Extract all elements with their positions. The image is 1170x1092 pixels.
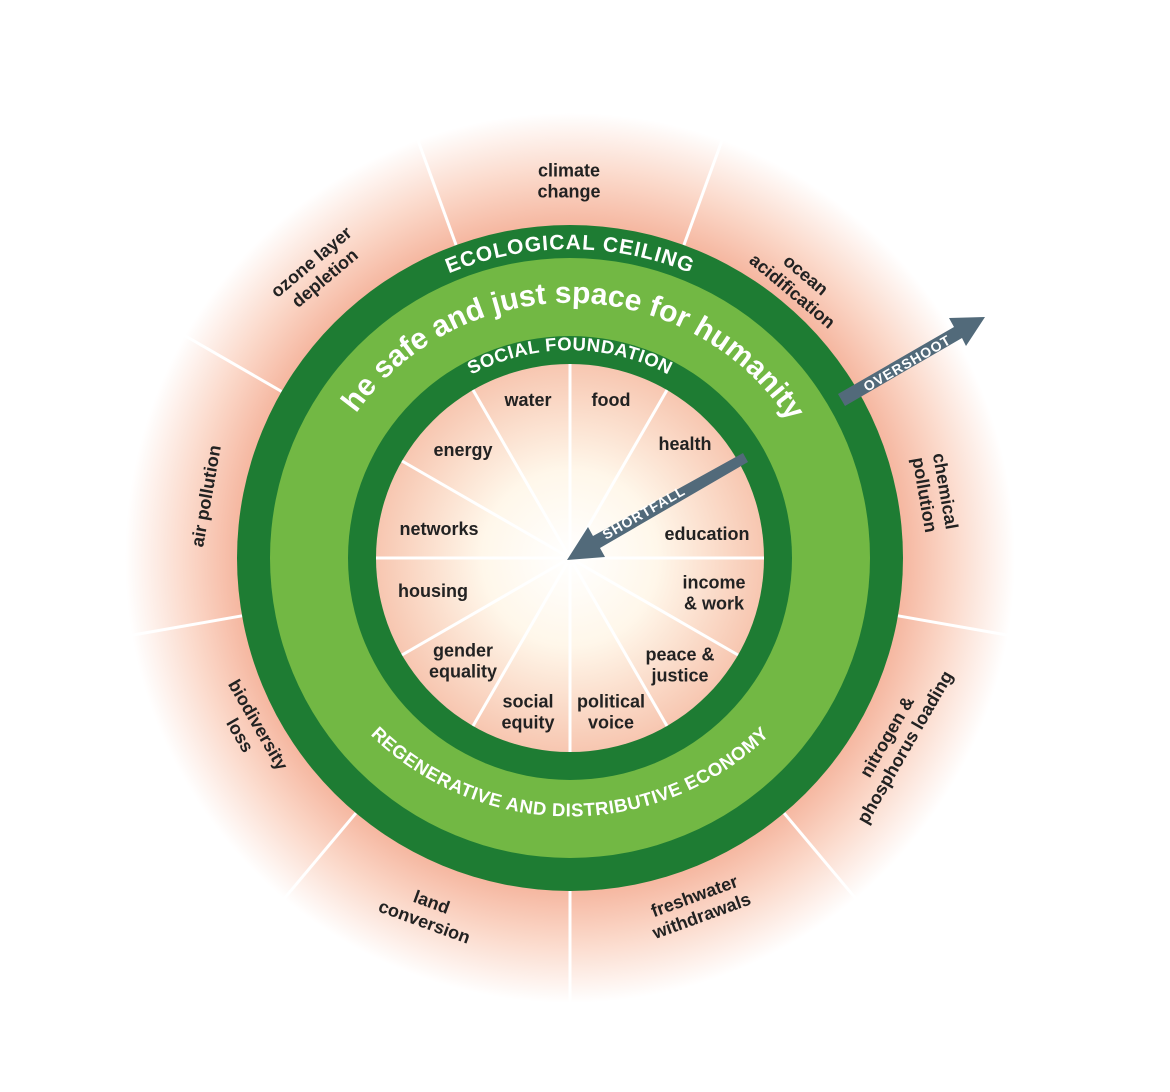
social-label-networks-line: networks <box>399 519 478 539</box>
inner-divider-line <box>401 559 566 657</box>
outer-divider-line <box>131 614 243 637</box>
social-label-peace-justice-line: peace & <box>645 645 714 665</box>
social-label-political-voice-line: voice <box>588 713 634 733</box>
inner-divider-line <box>471 562 569 727</box>
inner-divider-line <box>471 389 569 554</box>
outer-divider-line <box>282 812 358 900</box>
overshoot-arrow-shape <box>838 317 985 406</box>
social-label-health: health <box>658 434 711 454</box>
eco-label-chemical-pollution: chemicalpollution <box>908 452 962 535</box>
social-label-energy-line: energy <box>433 440 492 460</box>
outer-divider-line <box>782 812 858 900</box>
outer-divider-line <box>416 139 458 246</box>
social-labels: food health education income& work peace &ju… <box>398 390 750 733</box>
shortfall-arrow-shape <box>567 453 748 560</box>
outer-divider-line <box>897 614 1009 637</box>
social-label-education-line: education <box>664 524 749 544</box>
social-label-water-line: water <box>503 390 551 410</box>
social-label-housing: housing <box>398 581 468 601</box>
social-label-income-work-line: income <box>682 573 745 593</box>
social-label-gender-equality-line: gender <box>433 641 493 661</box>
outer-divider-line <box>682 139 724 246</box>
social-label-peace-justice: peace &justice <box>645 645 714 686</box>
social-label-social-equity-line: equity <box>501 713 554 733</box>
social-label-education: education <box>664 524 749 544</box>
social-label-gender-equality-line: equality <box>429 662 497 682</box>
eco-label-climate-change-line: change <box>537 182 600 202</box>
social-label-food-line: food <box>592 390 631 410</box>
inner-divider-line <box>401 459 566 557</box>
social-label-income-work-line: & work <box>684 594 745 614</box>
social-label-social-equity-line: social <box>502 692 553 712</box>
inner-divider-line <box>571 562 669 727</box>
social-label-networks: networks <box>399 519 478 539</box>
social-label-food: food <box>592 390 631 410</box>
outer-divider-line <box>183 334 283 393</box>
social-label-water: water <box>503 390 551 410</box>
social-label-energy: energy <box>433 440 492 460</box>
social-label-peace-justice-line: justice <box>650 666 708 686</box>
social-label-income-work: income& work <box>682 573 745 614</box>
social-label-health-line: health <box>658 434 711 454</box>
inner-divider-line <box>574 559 739 657</box>
social-label-political-voice-line: political <box>577 692 645 712</box>
inner-divider-line <box>571 389 669 554</box>
eco-label-climate-change-line: climate <box>538 161 600 181</box>
social-label-housing-line: housing <box>398 581 468 601</box>
